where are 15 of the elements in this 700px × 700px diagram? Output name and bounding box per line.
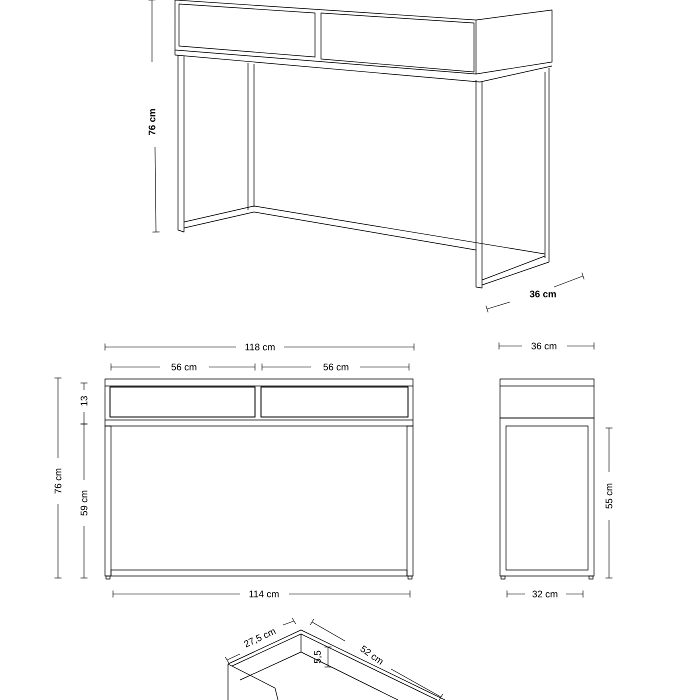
dimension-label: 76 cm: [54, 468, 62, 494]
dimension-label: 76 cm: [148, 109, 156, 136]
dimension-label: 56 cm: [323, 364, 348, 370]
dimension-label: 5,5: [314, 650, 322, 664]
dimension-label: 13: [80, 396, 88, 406]
dimension-label: 56 cm: [171, 364, 196, 370]
dimension-label: 114 cm: [250, 590, 279, 598]
dimension-label: 52 cm: [360, 645, 383, 665]
dimension-label: 55 cm: [606, 484, 612, 509]
dimension-label: 59 cm: [80, 490, 88, 516]
dimension-label: 36 cm: [530, 290, 556, 298]
dimension-label: 36 cm: [531, 342, 556, 350]
dimension-label: 27,5 cm: [244, 629, 276, 648]
dimension-label: 32 cm: [532, 590, 558, 598]
dimension-label: 118 cm: [246, 344, 275, 350]
